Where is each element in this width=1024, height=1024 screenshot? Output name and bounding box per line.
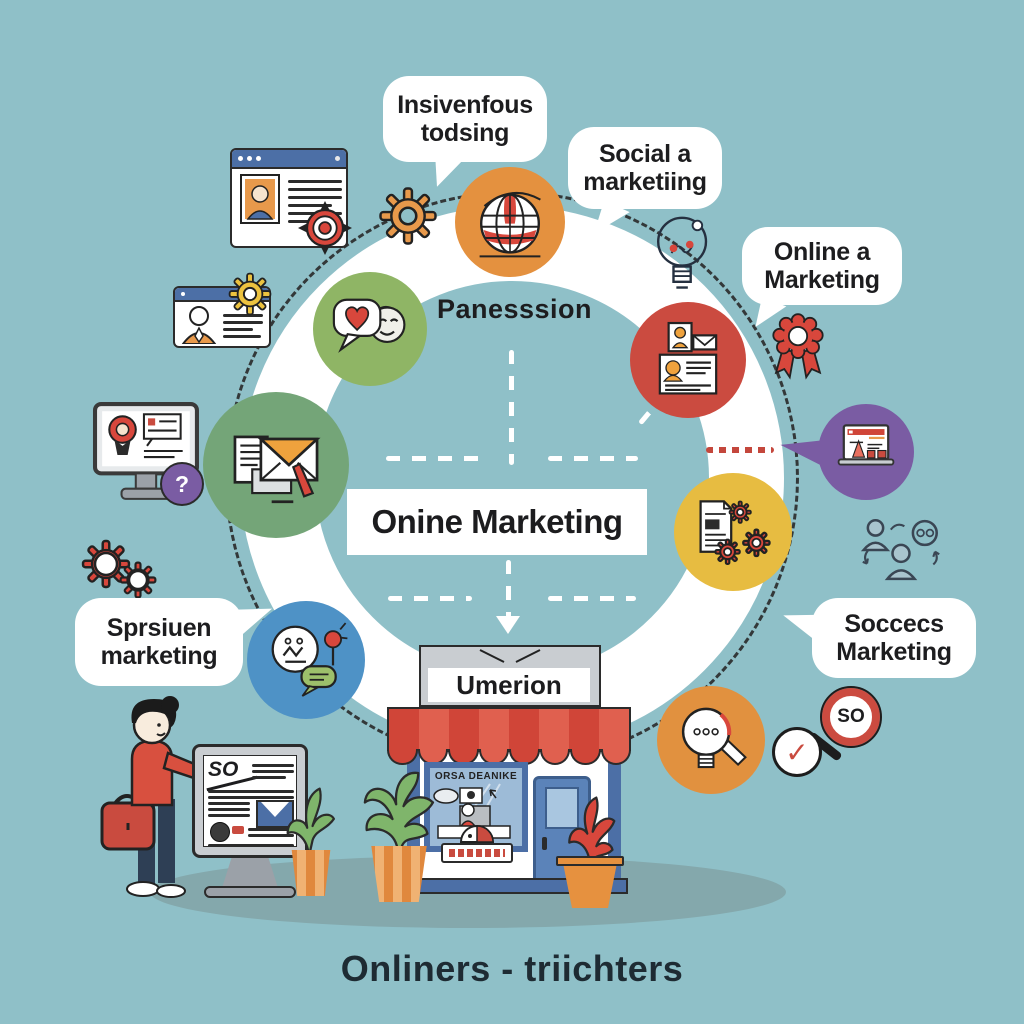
lightbulb-magnifier-icon (681, 707, 747, 769)
profile-card-icon (240, 174, 280, 224)
presentation-screen: SO (203, 755, 297, 847)
lightbulb-icon (657, 216, 708, 289)
target-icon (298, 201, 352, 255)
website-node (818, 404, 914, 500)
question-badge: ? (160, 462, 204, 506)
laptop-icon (837, 424, 895, 466)
people-cycle-icon (860, 518, 940, 581)
social-chat-node (313, 272, 427, 386)
browser-titlebar (232, 150, 346, 169)
door-handle (542, 837, 547, 850)
browser-window-icon (230, 148, 348, 248)
chat-people-icon (271, 622, 348, 697)
shop-awning (387, 707, 631, 751)
shop-window-label: ORSA DEANIKE (434, 771, 518, 782)
plant-pot (563, 866, 617, 908)
guide-line-right-lower (548, 596, 636, 601)
window-dot-icon (335, 156, 340, 161)
bubble-right-upper-label: Online a Marketing (764, 238, 880, 294)
document-gears-icon (699, 500, 771, 565)
email-node (203, 392, 349, 538)
idea-search-node (657, 686, 765, 794)
shop-mini-sign (441, 843, 513, 863)
bubble-left: Sprsiuen marketing (75, 598, 243, 686)
window-dot-icon (256, 156, 261, 161)
screen-envelope-icon (256, 800, 294, 828)
plant-pot (371, 846, 427, 902)
presenter-person (100, 696, 232, 898)
email-icon (233, 435, 321, 504)
heart-chat-icon (332, 298, 406, 353)
shop-sign: Umerion (428, 668, 590, 702)
gears-icon (81, 539, 157, 599)
guide-arrow-head (496, 616, 520, 634)
website-node-tail (778, 435, 824, 466)
gear-icon (228, 272, 272, 316)
window-dot-icon (247, 156, 252, 161)
red-plant-icon (568, 796, 616, 866)
screen-so-label: SO (208, 758, 239, 781)
bubble-top-left-label: Insivenfous todsing (397, 91, 533, 147)
ring-top-label: Panesssion (436, 294, 593, 324)
bubble-right-lower: Soccecs Marketing (812, 598, 976, 678)
automation-node (674, 473, 792, 591)
bubble-left-label: Sprsiuen marketing (100, 614, 218, 670)
seo-magnifier-icon: SO (820, 686, 882, 748)
plant-icon (286, 787, 335, 858)
caption: Onliners - triichters (340, 948, 684, 989)
bubble-top-right-label: Social a marketiing (583, 140, 707, 196)
center-title: Onine Marketing (371, 503, 623, 540)
id-cards-icon (658, 321, 718, 395)
shop-sign-label: Umerion (456, 669, 562, 700)
shop-logo-icon (459, 825, 495, 843)
screen-avatar-icon (210, 822, 230, 842)
globe-icon (479, 191, 541, 258)
plant-pot-rim (556, 856, 624, 866)
bubble-top-right: Social a marketiing (568, 127, 722, 209)
guide-line-left-lower (388, 596, 472, 601)
plant-pot (291, 850, 331, 896)
check-badge: ✓ (772, 727, 822, 777)
check-icon: ✓ (785, 736, 809, 768)
bubble-top-left-tail (431, 156, 463, 190)
bubble-right-upper: Online a Marketing (742, 227, 902, 305)
mini-sign-text-blocks (449, 849, 505, 857)
door-window (545, 787, 579, 829)
bubble-right-lower-tail (780, 609, 822, 643)
window-dot-icon (238, 156, 243, 161)
monitor-award-icon (92, 402, 199, 500)
guide-arrow-shaft (506, 560, 511, 618)
award-ribbon-icon (772, 313, 824, 380)
bubble-top-left: Insivenfous todsing (383, 76, 547, 162)
monitor-stand (222, 856, 278, 888)
guide-line-vertical-top (509, 350, 514, 465)
profiles-node (630, 302, 746, 418)
presentation-monitor: SO (192, 744, 308, 858)
question-mark: ? (174, 470, 190, 497)
guide-line-right-upper (548, 456, 638, 461)
gear-icon (379, 187, 437, 245)
guide-line-left-upper (386, 456, 480, 461)
plant-icon (363, 771, 435, 854)
globe-node (455, 167, 565, 277)
person-avatar-icon (181, 306, 217, 344)
seo-label: SO (837, 706, 865, 727)
sign-marks-icon (479, 649, 541, 663)
center-title-box: Onine Marketing (347, 489, 647, 555)
red-dotted-line (706, 447, 774, 453)
monitor-base (204, 886, 296, 898)
community-node (247, 601, 365, 719)
bubble-right-lower-label: Soccecs Marketing (836, 610, 952, 666)
window-dot-icon (181, 292, 185, 296)
